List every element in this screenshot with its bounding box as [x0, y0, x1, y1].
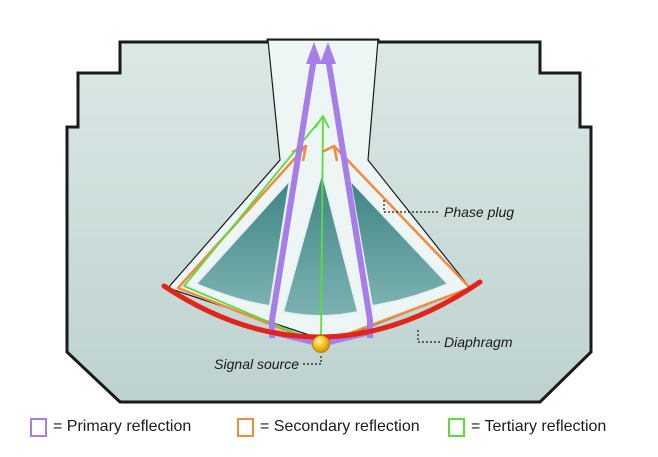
legend: = Primary reflection = Secondary reflect… — [30, 414, 640, 440]
signal-source-icon — [312, 335, 330, 353]
phase-plug-leader — [383, 200, 440, 213]
legend-item-tertiary: = Tertiary reflection — [448, 414, 606, 440]
tertiary-reflection-rays — [183, 115, 330, 345]
secondary-swatch — [237, 417, 254, 437]
phase-plug-diagram: Phase plug Diaphragm Signal source — [65, 38, 593, 404]
diaphragm-leader — [417, 330, 440, 343]
legend-label-primary: = Primary reflection — [53, 418, 192, 435]
tertiary-ray-left — [183, 117, 323, 345]
legend-item-primary: = Primary reflection — [30, 414, 191, 440]
tertiary-ray-arrowhead — [314, 115, 330, 129]
signal-source-label: Signal source — [214, 356, 299, 372]
secondary-ray-right-arrowhead — [321, 144, 339, 162]
primary-swatch — [30, 417, 47, 437]
phase-plug-left — [194, 176, 292, 308]
phase-plug-label: Phase plug — [444, 204, 514, 220]
tertiary-ray-center — [320, 117, 324, 345]
phase-plug-right — [348, 176, 450, 308]
tertiary-swatch — [448, 417, 465, 437]
primary-arrowhead-right — [320, 42, 336, 64]
legend-label-tertiary: = Tertiary reflection — [471, 418, 607, 435]
legend-item-secondary: = Secondary reflection — [237, 414, 420, 440]
primary-arrowhead-left — [306, 42, 322, 64]
diaphragm-label: Diaphragm — [444, 334, 513, 350]
legend-label-secondary: = Secondary reflection — [260, 418, 420, 435]
signal-source-leader — [303, 355, 322, 365]
